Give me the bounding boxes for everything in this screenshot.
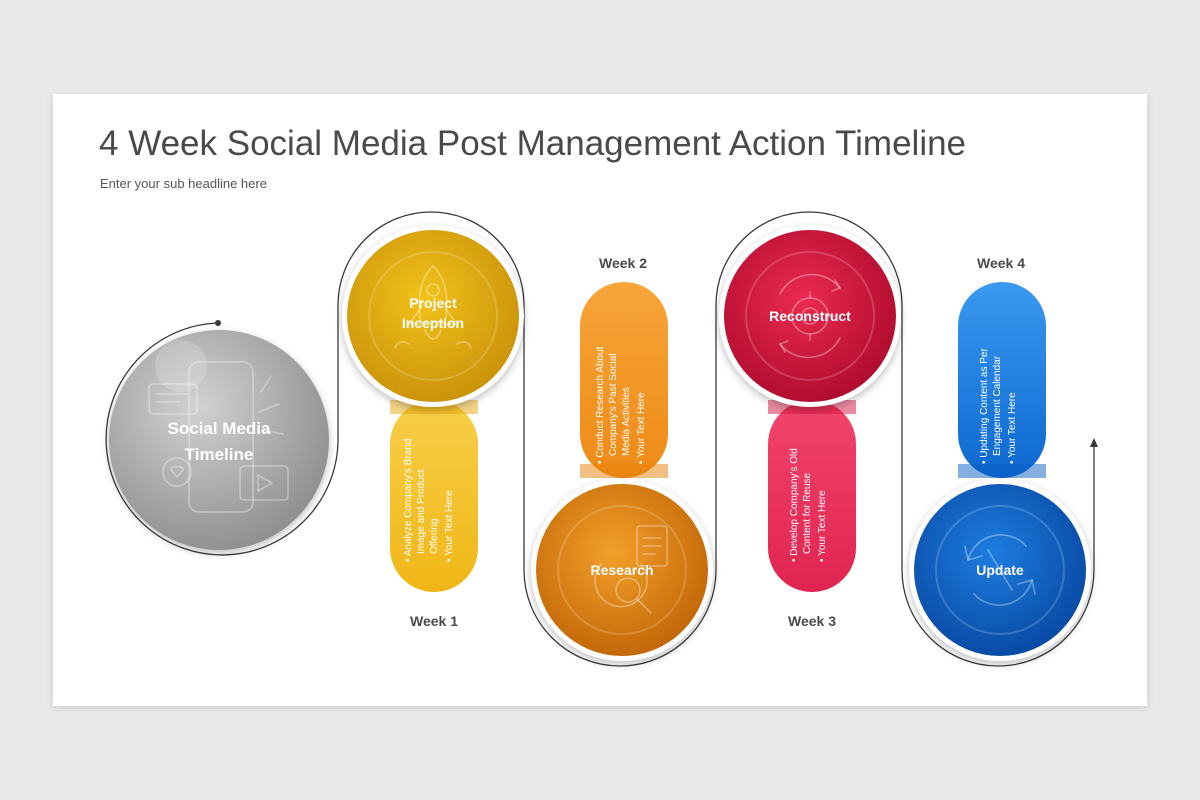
week-4-label: Week 4 [977, 255, 1025, 271]
timeline-diagram: • Analyze Company's Brand Image and Prod… [105, 211, 1098, 667]
pill-3-bullet-1-line-1: • Develop Company's Old [789, 448, 800, 562]
pill-4-bullet-2: • Your Text Here [1007, 392, 1018, 464]
pill-week-1: • Analyze Company's Brand Image and Prod… [390, 400, 478, 592]
center-circle: Social Media Timeline [109, 330, 329, 550]
slide: 4 Week Social Media Post Management Acti… [53, 94, 1147, 706]
page-subtitle: Enter your sub headline here [100, 176, 267, 191]
pill-3-bullet-1-line-2: Content for Reuse [802, 472, 813, 554]
pill-1-bullet-1-line-3: Offering [429, 519, 440, 554]
pill-week-2: • Conduct Research About Company's Past … [580, 282, 668, 478]
svg-text:• Updating Content as Per: • Updating Content as Per Engagement Cal… [979, 345, 1018, 464]
step-circle-research: Research [531, 479, 713, 661]
step-circle-update: Update [909, 479, 1091, 661]
pill-1-bullet-1-line-2: Image and Product [416, 469, 427, 554]
step-circle-reconstruct: Reconstruct [719, 225, 901, 407]
week-3-label: Week 3 [788, 613, 836, 629]
pill-1-bullet-2: • Your Text Here [444, 490, 455, 562]
pill-2-bullet-1-line-3: Media Activities [621, 387, 632, 456]
gear-cycle-icon [779, 273, 841, 359]
week-1-label: Week 1 [410, 613, 458, 629]
step-circle-project-inception: Project Inception [342, 225, 524, 407]
timeline-path [105, 211, 1095, 667]
center-label-line-1: Social Media [168, 419, 272, 438]
step-1-label-line-2: Inception [402, 315, 464, 331]
step-1-label-line-1: Project [409, 295, 457, 311]
step-2-label: Research [590, 562, 653, 578]
svg-text:• Develop Company's Old: • Develop Company's Old Content for Reus… [789, 445, 828, 562]
timeline-arrow-head [1090, 438, 1098, 447]
pill-2-bullet-2: • Your Text Here [636, 392, 647, 464]
center-label-line-2: Timeline [185, 445, 254, 464]
social-media-phone-icon [148, 361, 289, 513]
step-3-label: Reconstruct [769, 308, 851, 324]
svg-text:• Conduct Research About: • Conduct Research About Company's Past … [595, 344, 647, 464]
timeline-start-dot [215, 320, 221, 326]
refresh-icon [964, 534, 1036, 606]
pill-week-4: • Updating Content as Per Engagement Cal… [958, 282, 1046, 478]
pill-4-bullet-1-line-2: Engagement Calendar [992, 355, 1003, 456]
week-2-label: Week 2 [599, 255, 647, 271]
research-clipboard-icon [594, 525, 668, 614]
pill-1-bullet-1-line-1: • Analyze Company's Brand [403, 439, 414, 562]
rocket-icon [394, 265, 472, 349]
pill-2-bullet-1-line-2: Company's Past Social [608, 353, 619, 456]
pill-week-3: • Develop Company's Old Content for Reus… [768, 400, 856, 592]
page-title: 4 Week Social Media Post Management Acti… [99, 124, 967, 163]
svg-text:• Analyze Company's Brand: • Analyze Company's Brand Image and Prod… [403, 436, 455, 562]
step-4-label: Update [976, 562, 1024, 578]
pill-2-bullet-1-line-1: • Conduct Research About [595, 346, 606, 464]
pill-3-bullet-2: • Your Text Here [817, 490, 828, 562]
pill-4-bullet-1-line-1: • Updating Content as Per [979, 348, 990, 464]
